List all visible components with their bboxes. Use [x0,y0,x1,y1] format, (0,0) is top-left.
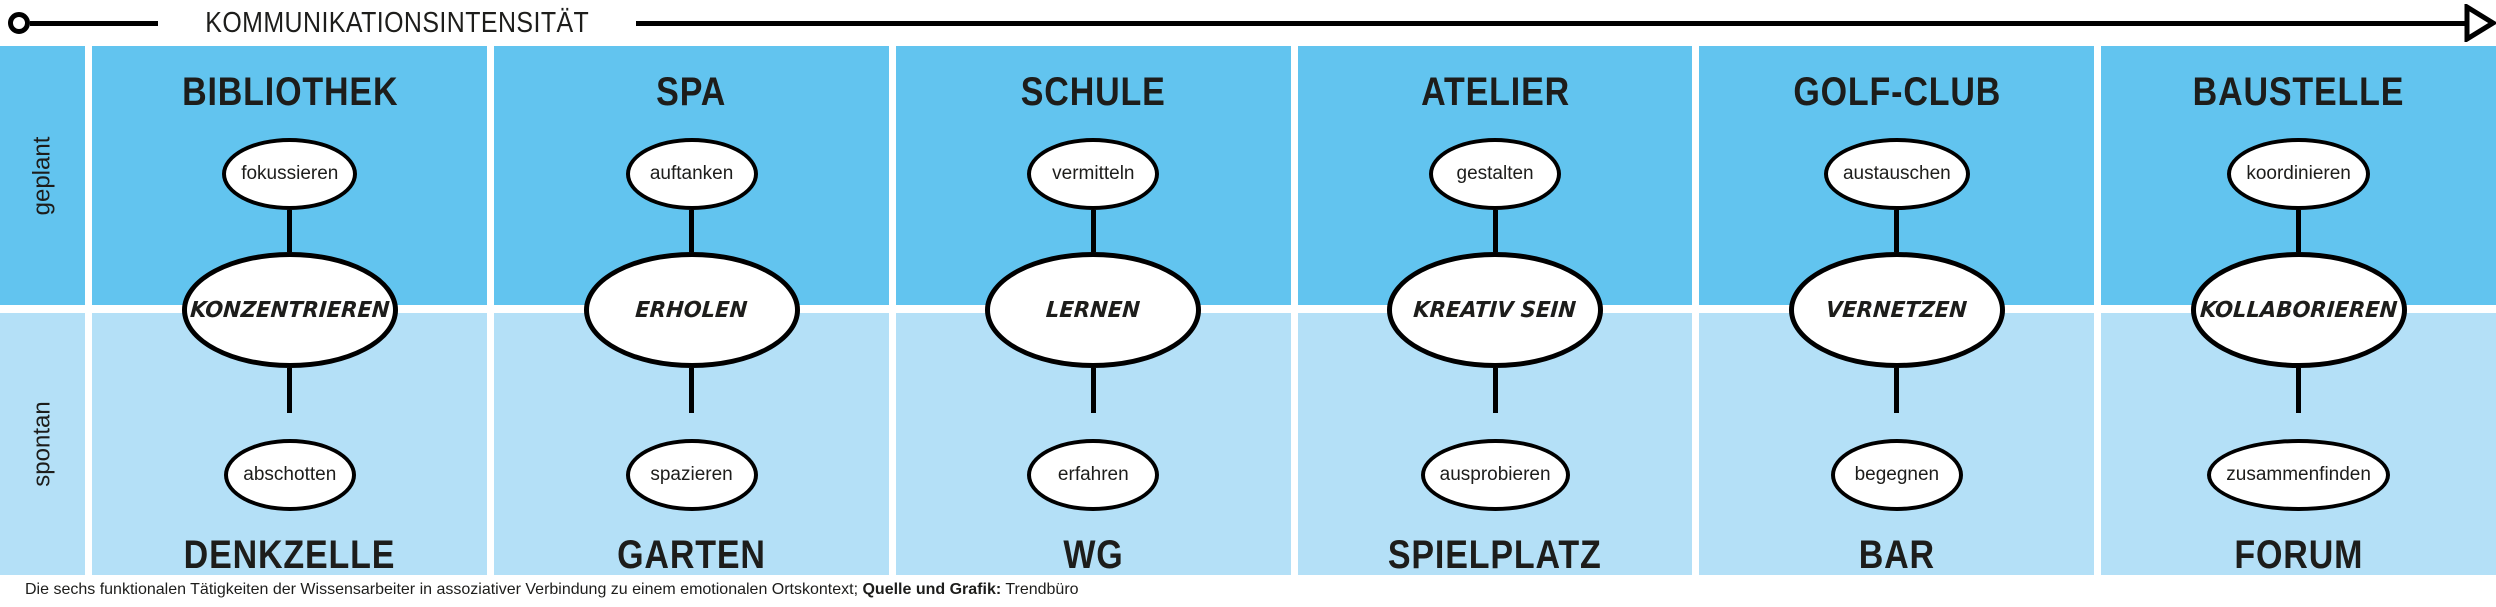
connector-line [1894,210,1900,252]
axis-start-circle-icon [8,12,30,34]
caption-source-name: Trendbüro [1001,581,1079,598]
activity-core-node: ERHOLEN [583,252,800,368]
place-bottom-label: BAR [1858,533,1935,577]
place-top-label: SCHULE [1020,70,1166,114]
connector-line [1492,210,1498,252]
place-bottom-label: SPIELPLATZ [1388,533,1602,577]
connector-line [2296,210,2302,252]
place-top-label: BIBLIOTHEK [181,70,398,114]
place-bottom-label: DENKZELLE [183,533,396,577]
axis-line-segment [30,20,158,26]
row-label-sidebar: geplant spontan [0,46,86,575]
connector-line [287,368,293,413]
activity-planned-node: gestalten [1429,138,1562,210]
place-top-label: SPA [656,70,727,114]
caption-source-label: Quelle und Grafik: [862,581,1002,598]
connector-line [689,368,695,413]
column-atelier-spielplatz: ATELIER gestalten KREATIV SEIN ausprobie… [1297,46,1693,577]
axis-label: KOMMUNIKATIONSINTENSITÄT [205,6,590,39]
axis-arrowhead-icon [2464,4,2496,42]
activity-spontaneous-node: ausprobieren [1420,439,1570,511]
activity-spontaneous-node: spazieren [625,439,758,511]
column-baustelle-forum: BAUSTELLE koordinieren KOLLABORIEREN zus… [2101,46,2496,575]
activity-core-label: KREATIV SEIN [1412,297,1578,323]
activity-core-node: KONZENTRIEREN [181,252,398,368]
connector-line [2296,368,2302,413]
matrix-figure: geplant spontan BIBLIOTHEK fokussieren K… [0,46,2496,575]
activity-spontaneous-node: erfahren [1027,439,1160,511]
activity-core-label: KOLLABORIEREN [2199,297,2399,323]
activity-planned-node: fokussieren [222,138,358,210]
activity-core-label: ERHOLEN [634,297,749,323]
connector-line [1492,368,1498,413]
activity-core-label: VERNETZEN [1825,297,1969,323]
connector-line [1090,368,1096,413]
activity-spontaneous-node: begegnen [1830,439,1963,511]
activity-planned-node: austauschen [1823,138,1970,210]
activity-core-node: LERNEN [985,252,1202,368]
activity-core-node: KOLLABORIEREN [2190,252,2407,368]
connector-line [1090,210,1096,252]
column-schule-wg: SCHULE vermitteln LERNEN erfahren WG [895,46,1291,577]
caption-text: Die sechs funktionalen Tätigkeiten der W… [25,581,863,598]
activity-planned-node: auftanken [625,138,758,210]
activity-planned-node: koordinieren [2227,138,2370,210]
place-top-label: ATELIER [1420,70,1570,114]
row-spontaneous-label: spontan [28,401,56,487]
place-top-label: BAUSTELLE [2192,70,2405,114]
activity-core-label: KONZENTRIEREN [189,297,391,323]
row-planned-strip: geplant [0,46,86,305]
connector-line [689,210,695,252]
column-golfclub-bar: GOLF-CLUB austauschen VERNETZEN begegnen… [1699,46,2095,577]
activity-core-label: LERNEN [1045,297,1142,323]
figure-caption: Die sechs funktionalen Tätigkeiten der W… [25,581,1079,599]
activity-core-node: VERNETZEN [1788,252,2005,368]
intensity-axis: KOMMUNIKATIONSINTENSITÄT [0,0,2496,46]
place-bottom-label: GARTEN [617,533,766,577]
activity-planned-node: vermitteln [1027,138,1160,210]
row-spontaneous-strip: spontan [0,313,86,575]
row-planned-label: geplant [28,136,56,215]
connector-line [287,210,293,252]
axis-line-segment [636,20,2466,26]
place-bottom-label: FORUM [2234,533,2364,577]
place-top-label: GOLF-CLUB [1792,70,2001,114]
activity-spontaneous-node: zusammenfinden [2207,439,2390,511]
column-spa-garten: SPA auftanken ERHOLEN spazieren GARTEN [494,46,889,575]
activity-core-node: KREATIV SEIN [1387,252,1604,368]
connector-line [1894,368,1900,413]
activity-spontaneous-node: abschotten [223,439,356,511]
place-bottom-label: WG [1063,533,1124,577]
column-bibliothek-denkzelle: BIBLIOTHEK fokussieren KONZENTRIEREN abs… [92,46,488,577]
